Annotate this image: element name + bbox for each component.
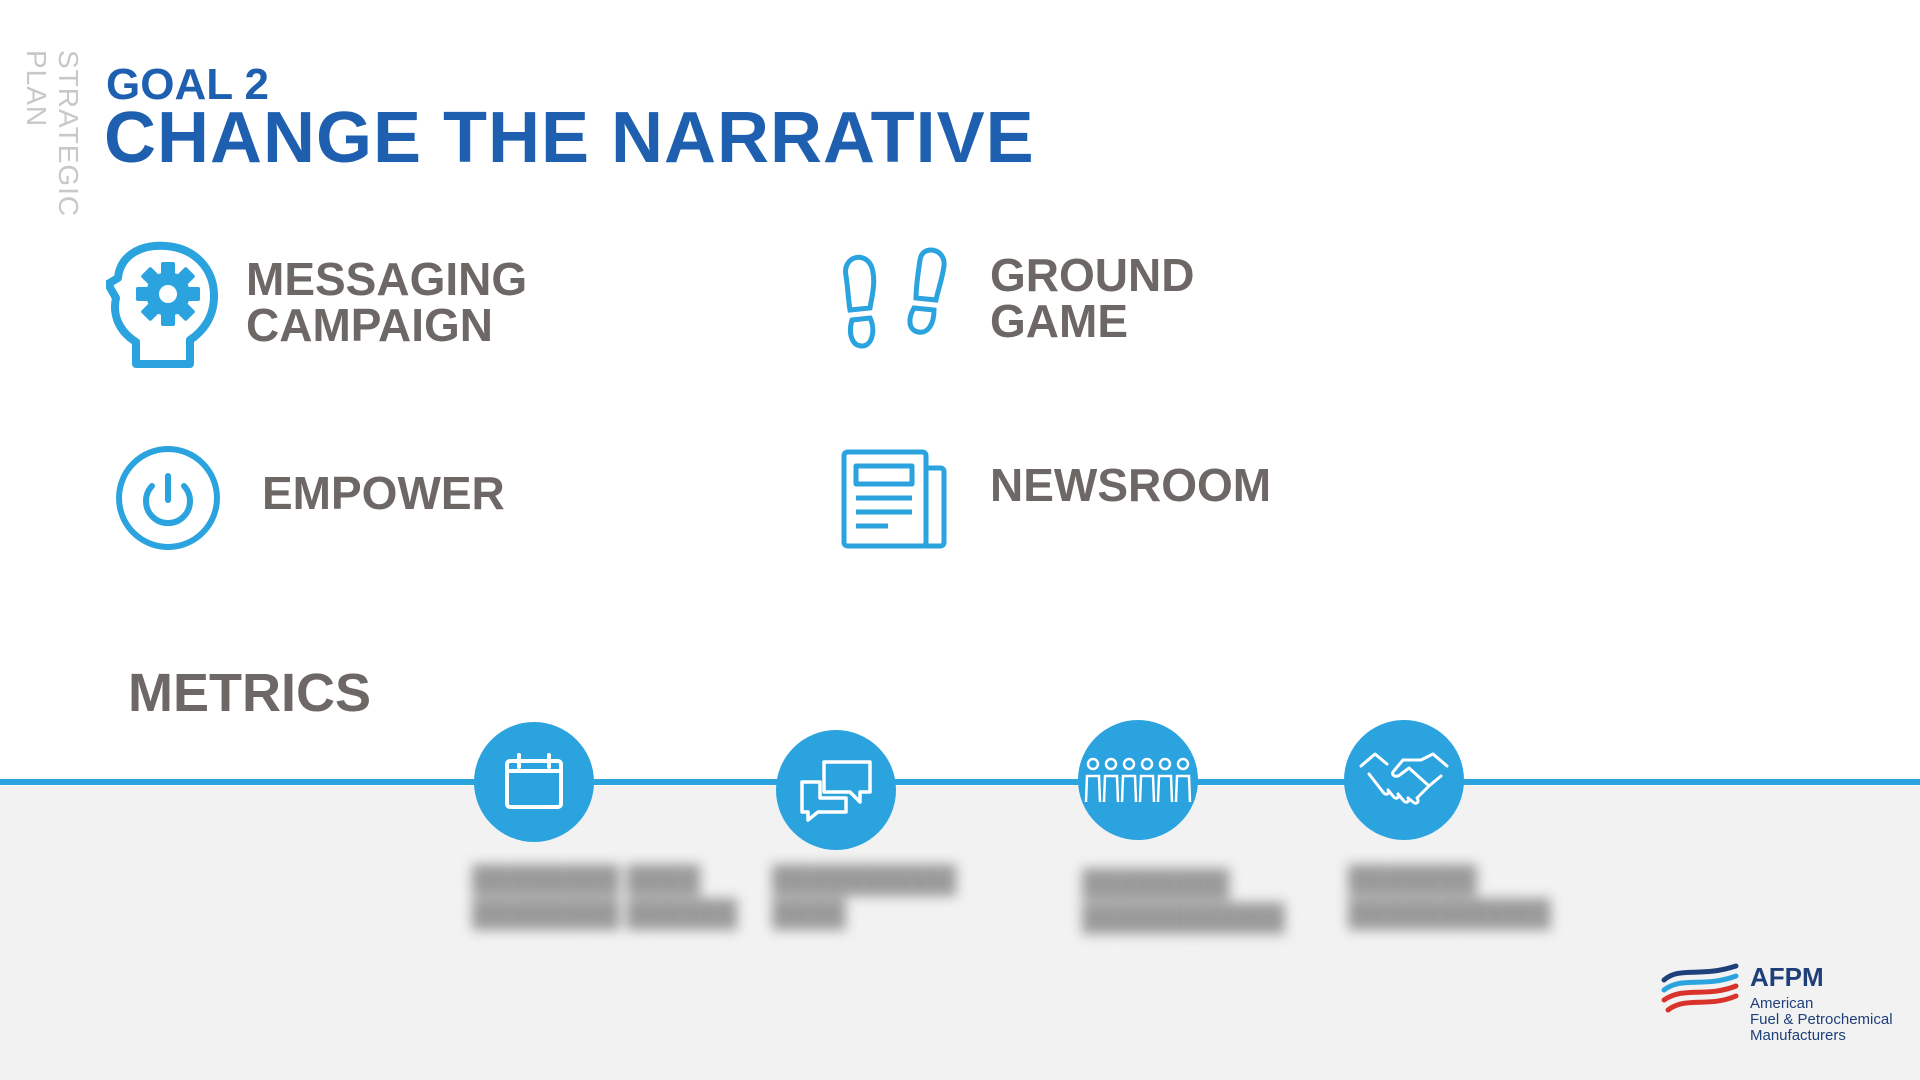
- handshake-icon: [1359, 752, 1449, 805]
- logo-subtitle: American Fuel & Petrochemical Manufactur…: [1750, 995, 1893, 1044]
- metric-label-1: ████████ ████████████ ██████: [472, 864, 738, 928]
- people-group-icon: [1084, 757, 1192, 803]
- section-title-empower: EMPOWER: [262, 467, 505, 519]
- metric-label-4: ██████████████████: [1348, 864, 1551, 928]
- metrics-timeline-line: [0, 779, 1920, 785]
- bottom-band: [0, 786, 1920, 1080]
- section-title-ground-game: GROUND GAME: [990, 249, 1195, 347]
- footprints-icon: [843, 247, 947, 349]
- chat-bubbles-icon: [800, 760, 872, 822]
- metric-label-2: ██████████████: [772, 864, 957, 928]
- side-label-text: STRATEGIC PLAN: [21, 50, 84, 218]
- head-gear-icon: [106, 241, 218, 368]
- metric-handshake: [1344, 720, 1464, 840]
- metric-calendar: [474, 722, 594, 842]
- afpm-logo: AFPM American Fuel & Petrochemical Manuf…: [1660, 954, 1900, 1054]
- goal-title: CHANGE THE NARRATIVE: [104, 98, 1035, 178]
- metric-people: [1078, 720, 1198, 840]
- flag-swoosh-icon: [1661, 963, 1739, 1013]
- section-title-newsroom: NEWSROOM: [990, 459, 1272, 511]
- newspaper-icon: [841, 449, 947, 549]
- calendar-icon: [505, 753, 563, 809]
- metric-label-3: ███████████████████: [1082, 868, 1285, 932]
- side-label: STRATEGIC PLAN: [21, 50, 84, 290]
- section-title-messaging: MESSAGING CAMPAIGN: [246, 253, 528, 351]
- metric-chat: [776, 730, 896, 850]
- power-icon: [116, 446, 220, 550]
- goal-label: GOAL 2: [106, 60, 270, 109]
- logo-name: AFPM: [1750, 962, 1824, 992]
- metrics-heading: METRICS: [128, 663, 371, 723]
